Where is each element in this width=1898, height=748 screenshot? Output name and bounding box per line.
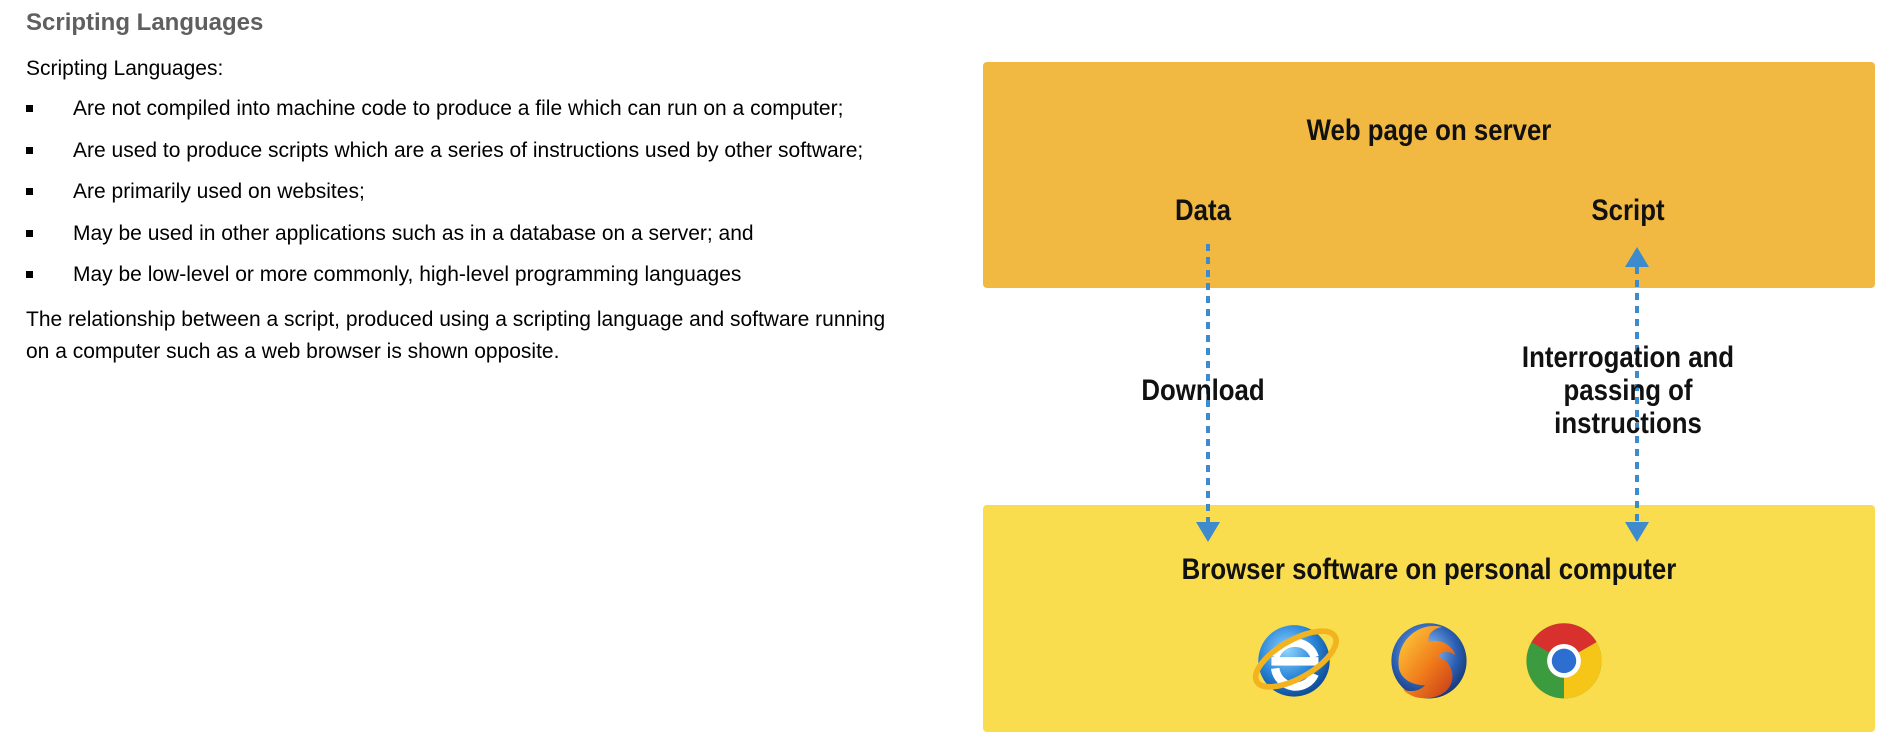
- list-item: Are not compiled into machine code to pr…: [26, 96, 906, 122]
- script-browser-diagram: Web page on server Data Script Download …: [983, 62, 1875, 732]
- server-label: Web page on server: [1306, 114, 1552, 147]
- script-label: Script: [1591, 194, 1665, 227]
- section-heading: Scripting Languages: [26, 9, 264, 36]
- intro-text: Scripting Languages:: [26, 57, 224, 80]
- list-item: Are primarily used on websites;: [26, 179, 906, 205]
- interrogation-arrowhead-up-icon: [1625, 247, 1649, 267]
- download-arrowhead-icon: [1196, 522, 1220, 542]
- arrows-layer: [1196, 244, 1649, 542]
- relationship-paragraph: The relationship between a script, produ…: [26, 307, 886, 363]
- list-item: May be low-level or more commonly, high-…: [26, 262, 906, 288]
- browser-icons: [983, 612, 1875, 712]
- bullet-square-icon: [26, 188, 33, 195]
- internet-explorer-icon: [1252, 625, 1339, 697]
- chrome-icon: [1526, 623, 1602, 699]
- firefox-icon: [1391, 623, 1467, 699]
- client-label: Browser software on personal computer: [1181, 553, 1677, 586]
- interrogation-label: Interrogation and passing of instruction…: [1521, 341, 1735, 440]
- bullet-text: May be low-level or more commonly, high-…: [73, 263, 742, 286]
- server-box: [983, 62, 1875, 288]
- bullet-text: Are not compiled into machine code to pr…: [73, 97, 844, 120]
- bullet-square-icon: [26, 105, 33, 112]
- list-item: Are used to produce scripts which are a …: [26, 138, 906, 164]
- bullet-list: Are not compiled into machine code to pr…: [26, 96, 906, 288]
- text-column: Scripting Languages Scripting Languages:…: [26, 8, 906, 368]
- bullet-text: Are used to produce scripts which are a …: [73, 138, 864, 162]
- download-label: Download: [1141, 374, 1265, 407]
- data-label: Data: [1175, 194, 1231, 227]
- bullet-text: Are primarily used on websites;: [73, 180, 365, 203]
- bullet-square-icon: [26, 271, 33, 278]
- bullet-text: May be used in other applications such a…: [73, 221, 754, 245]
- bullet-square-icon: [26, 229, 33, 237]
- interrogation-arrowhead-down-icon: [1625, 522, 1649, 542]
- bullet-square-icon: [26, 146, 33, 154]
- list-item: May be used in other applications such a…: [26, 221, 906, 247]
